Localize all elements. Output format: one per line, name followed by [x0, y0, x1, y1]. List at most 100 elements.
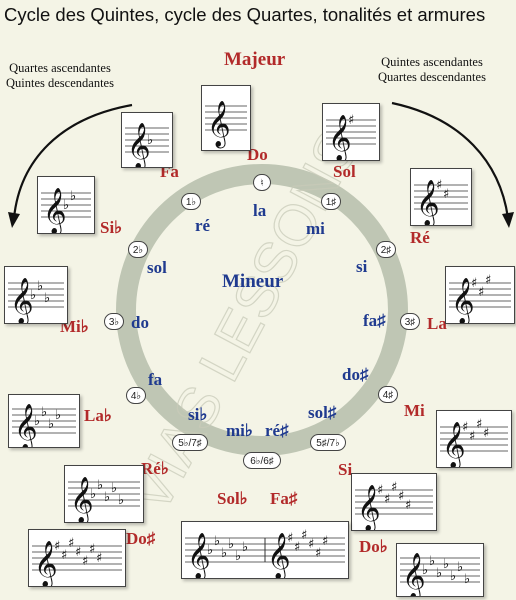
sharp-icon: ♯ [391, 480, 397, 495]
flat-icon: ♭ [111, 481, 117, 496]
sharp-icon: ♯ [476, 417, 482, 432]
staff-mi: 𝄞♯♯♯♯ [436, 410, 512, 468]
major-heading: Majeur [224, 49, 286, 70]
major-key-sol: Sol [333, 162, 356, 181]
key-signature: 𝄞♯♯♯♯♯♯♯ [32, 536, 122, 586]
sharp-icon: ♯ [398, 489, 404, 504]
major-key-la: La [427, 314, 447, 333]
minor-heading: Mineur [222, 271, 284, 292]
treble-clef-icon: 𝄞 [267, 533, 291, 578]
key-signature: 𝄞♯♯♯♯ [440, 417, 508, 467]
flat-icon: ♭ [147, 133, 153, 148]
major-key-sol-flat: Sol♭ [217, 489, 248, 508]
key-signature: 𝄞♭♭♭♭♭ [68, 477, 140, 522]
treble-clef-icon: 𝄞 [402, 553, 426, 596]
treble-clef-icon: 𝄞 [357, 485, 381, 530]
flat-icon: ♭ [464, 572, 470, 587]
direction-left-line2: Quintes descendantes [6, 76, 114, 90]
direction-right: Quintes ascendantes Quartes descendantes [378, 55, 486, 85]
flat-icon: ♭ [450, 569, 456, 584]
key-signature: 𝄞♭♭ [41, 188, 91, 233]
signature-badge-2-sharp: 2♯ [376, 241, 396, 258]
minor-key-sol: sol [147, 258, 167, 277]
major-key-do-flat: Do♭ [359, 537, 388, 556]
sharp-icon: ♯ [436, 178, 442, 193]
flat-icon: ♭ [44, 291, 50, 306]
sharp-icon: ♯ [54, 539, 60, 554]
sharp-icon: ♯ [485, 273, 491, 288]
sharp-icon: ♯ [308, 537, 314, 552]
flat-icon: ♭ [30, 288, 36, 303]
flat-icon: ♭ [41, 405, 47, 420]
minor-key-do: do [131, 313, 149, 332]
sharp-icon: ♯ [82, 554, 88, 569]
sharp-icon: ♯ [287, 531, 293, 546]
flat-icon: ♭ [63, 198, 69, 213]
staff-do-flat: 𝄞♭♭♭♭♭♭♭ [396, 543, 484, 597]
sharp-icon: ♯ [315, 546, 321, 561]
treble-clef-icon: 𝄞 [207, 101, 231, 149]
staff-la: 𝄞♯♯♯ [445, 266, 515, 324]
key-signature: 𝄞♯♯♯♯♯ [355, 480, 433, 530]
sharp-icon: ♯ [348, 113, 354, 128]
flat-icon: ♭ [104, 490, 110, 505]
flat-icon: ♭ [235, 549, 241, 564]
major-key-fa-sharp: Fa♯ [270, 489, 298, 508]
major-key-si-flat: Si♭ [100, 218, 123, 237]
staff-sol: 𝄞♯ [322, 103, 380, 161]
flat-icon: ♭ [37, 279, 43, 294]
treble-clef-icon: 𝄞 [10, 278, 34, 323]
key-signature: 𝄞♯ [326, 113, 376, 160]
flat-icon: ♭ [429, 554, 435, 569]
direction-left-line1: Quartes ascendantes [9, 61, 111, 75]
key-signature: 𝄞♭ [125, 123, 169, 167]
staff-si: 𝄞♯♯♯♯♯ [351, 473, 437, 531]
flat-icon: ♭ [34, 414, 40, 429]
direction-left: Quartes ascendantes Quintes descendantes [6, 61, 114, 91]
major-key-re: Ré [410, 228, 430, 247]
treble-clef-icon: 𝄞 [442, 422, 466, 467]
signature-badge-3-flat: 3♭ [104, 313, 124, 330]
signature-badge-4-sharp: 4♯ [378, 386, 398, 403]
staff-re-flat: 𝄞♭♭♭♭♭ [64, 465, 144, 523]
staff-mi-flat: 𝄞♭♭♭ [4, 266, 68, 324]
treble-clef-icon: 𝄞 [43, 188, 67, 233]
key-signature: 𝄞♭♭♭♭♭♭♭ [400, 553, 480, 596]
minor-key-mi-flat: mi♭ [226, 421, 253, 440]
staff-si-flat: 𝄞♭♭ [37, 176, 95, 234]
sharp-icon: ♯ [301, 528, 307, 543]
treble-clef-icon: 𝄞 [451, 278, 475, 323]
sharp-icon: ♯ [68, 536, 74, 551]
minor-key-fa: fa [148, 370, 163, 389]
left-arrow [12, 103, 133, 219]
signature-badge-1-sharp: 1♯ [321, 193, 341, 210]
signature-badge-4-flat: 4♭ [126, 387, 146, 404]
treble-clef-icon: 𝄞 [14, 404, 38, 447]
flat-icon: ♭ [90, 487, 96, 502]
key-signature: 𝄞♭♭♭♭ [12, 404, 76, 447]
minor-key-mi: mi [306, 219, 325, 238]
signature-badge-2-flat: 2♭ [128, 241, 148, 258]
flat-icon: ♭ [97, 478, 103, 493]
minor-key-re: ré [195, 216, 211, 235]
treble-clef-icon: 𝄞 [70, 477, 94, 522]
signature-badge-3-sharp: 3♯ [400, 313, 420, 330]
key-signature: 𝄞♯♯♯ [449, 273, 511, 323]
minor-key-re-sharp: ré♯ [265, 421, 289, 440]
flat-icon: ♭ [221, 546, 227, 561]
minor-key-sol-sharp: sol♯ [308, 403, 337, 422]
major-key-do: Do [247, 145, 268, 164]
flat-icon: ♭ [457, 560, 463, 575]
flat-icon: ♭ [242, 540, 248, 555]
staff-re: 𝄞♯♯ [410, 168, 472, 226]
staff-sol-flat-fa-sharp: 𝄞♭♭♭♭♭♭𝄞♯♯♯♯♯♯ [181, 521, 349, 579]
signature-badge-5-flat-7-sharp: 5♭/7♯ [172, 434, 208, 451]
key-signature: 𝄞♭♭♭ [8, 278, 64, 323]
sharp-icon: ♯ [384, 492, 390, 507]
flat-icon: ♭ [55, 408, 61, 423]
key-signature: 𝄞♯♯ [414, 178, 468, 225]
signature-badge-6-flat-6-sharp: 6♭/6♯ [243, 452, 281, 469]
sharp-icon: ♯ [443, 187, 449, 202]
sharp-icon: ♯ [405, 498, 411, 513]
direction-right-line2: Quartes descendantes [378, 70, 486, 84]
